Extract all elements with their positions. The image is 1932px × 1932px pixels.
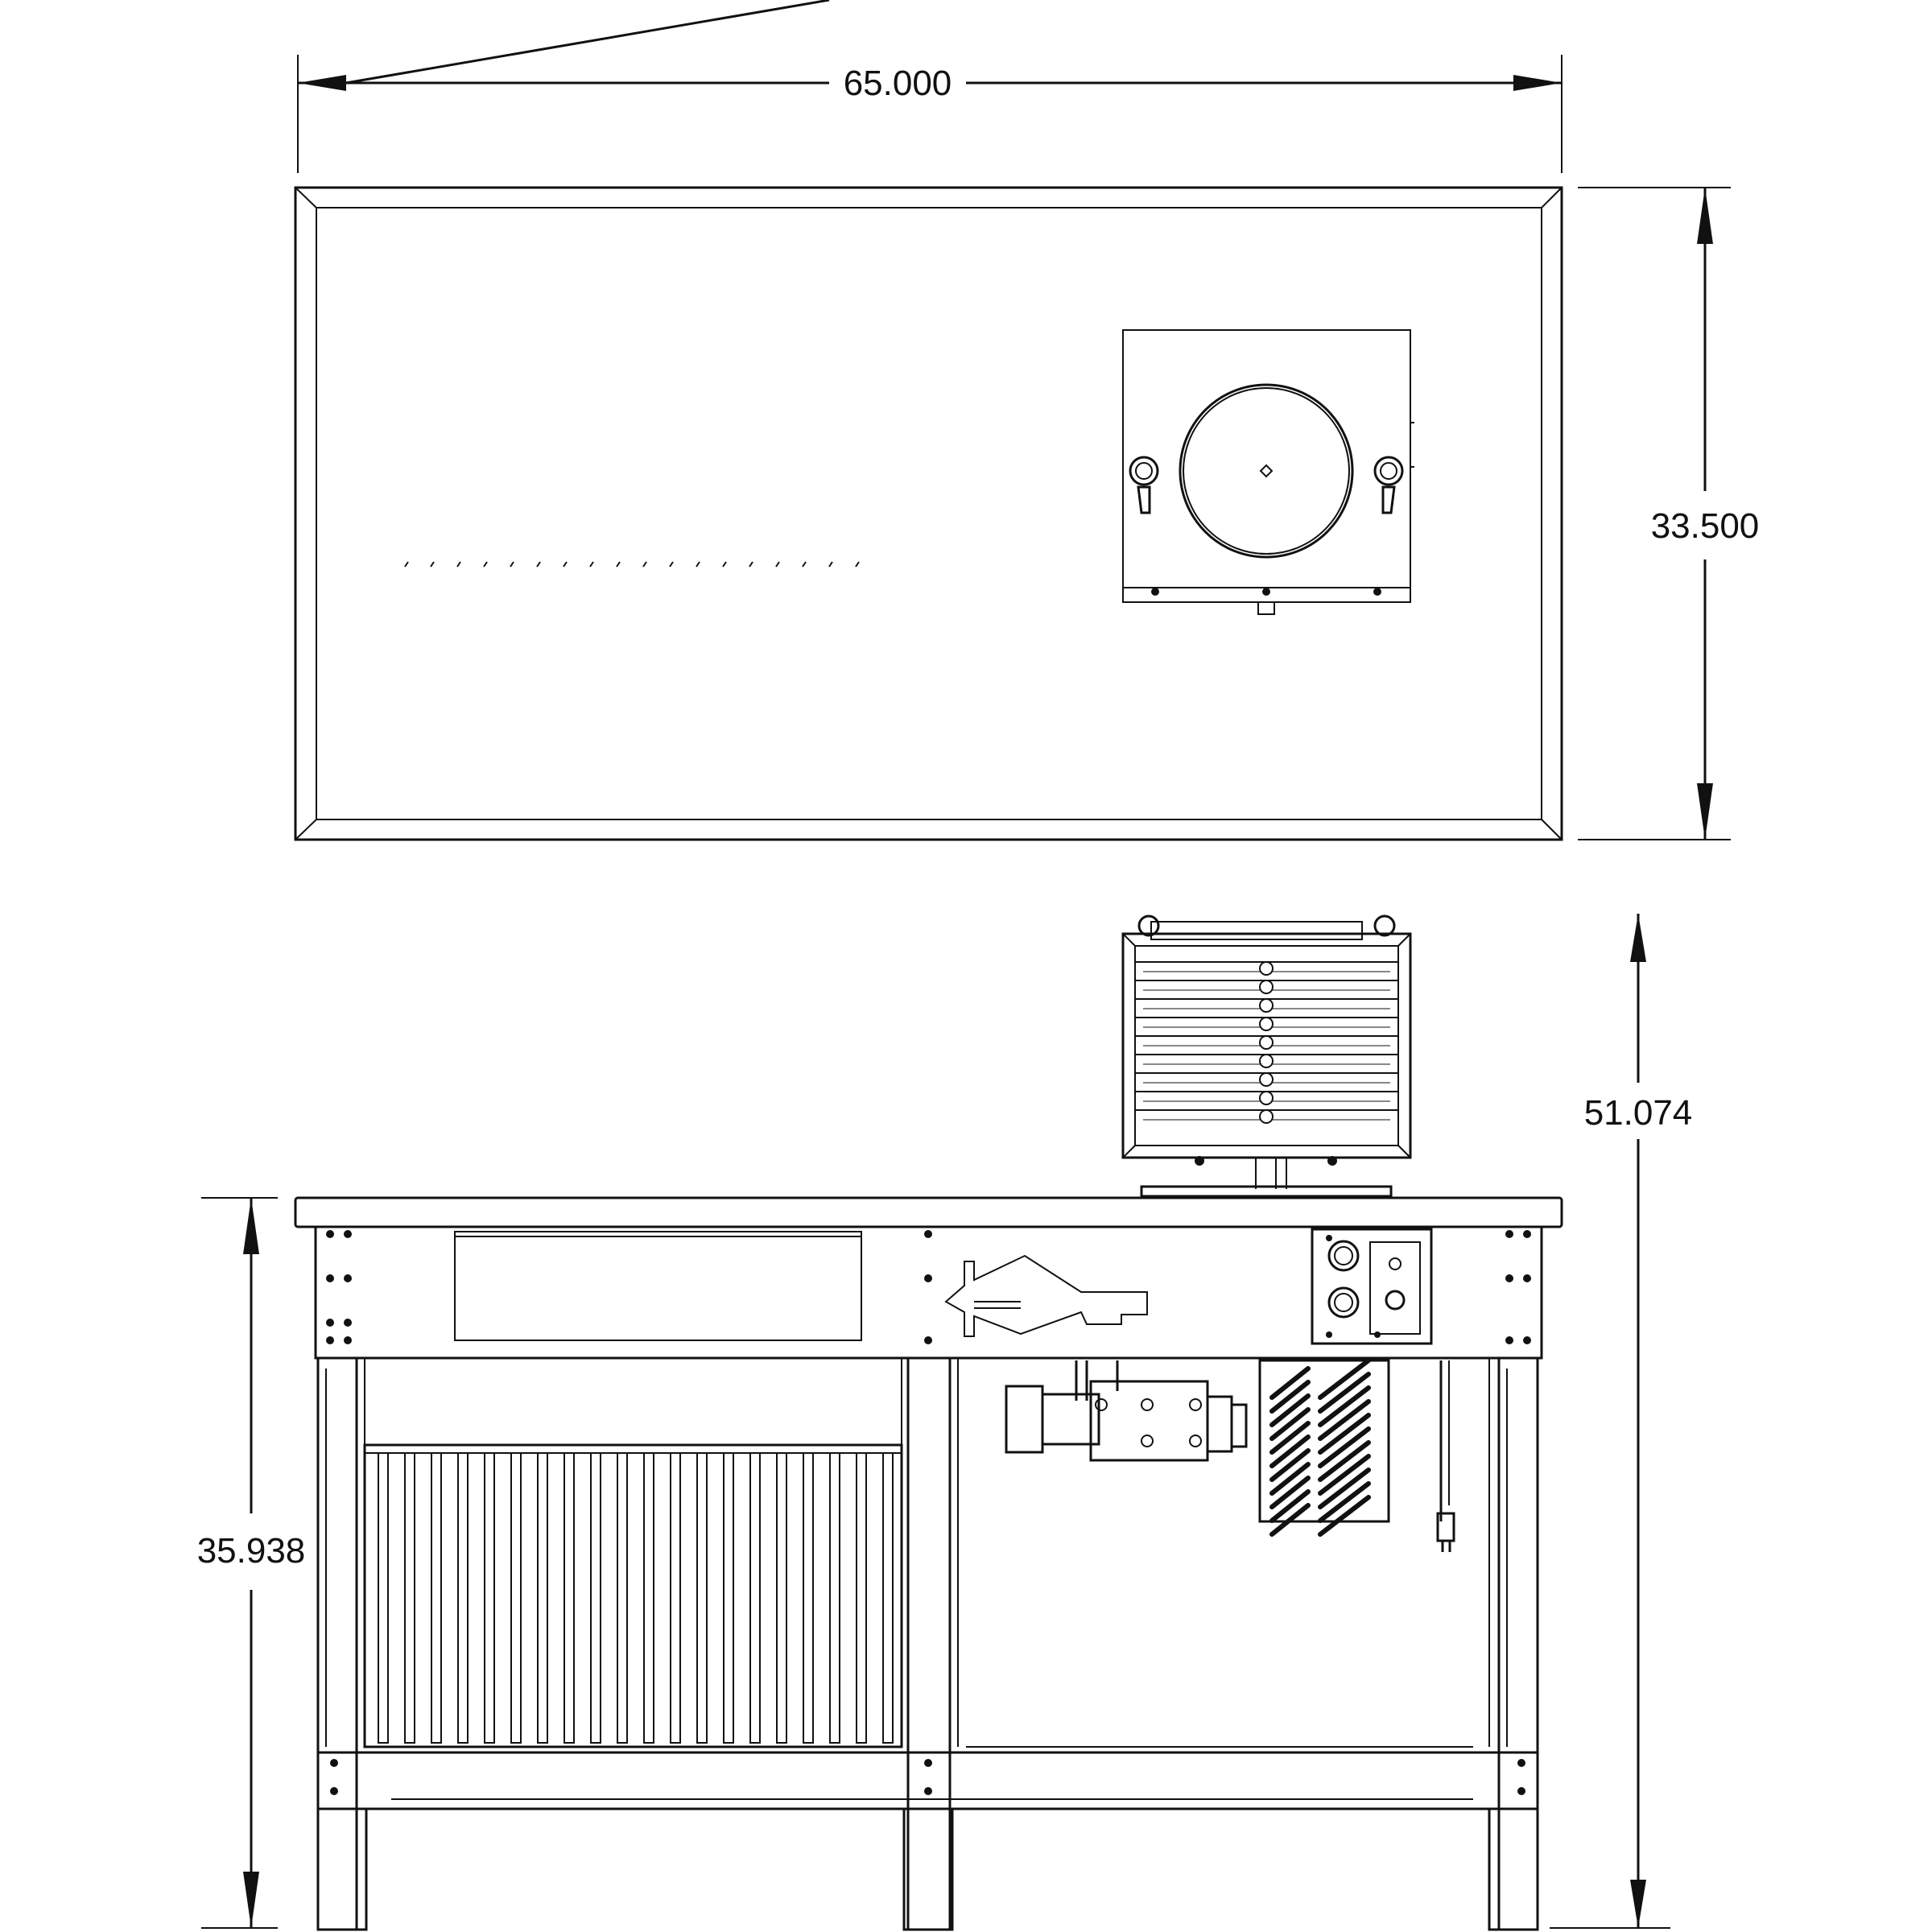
vent-slot [1269,1476,1311,1509]
slat [484,1452,495,1744]
louver-pin [1259,1091,1274,1105]
slat [670,1452,681,1744]
slat [457,1452,469,1744]
slat [696,1452,708,1744]
width-dimension-label: 65.000 [844,64,952,103]
slat [590,1452,601,1744]
vent-slot [1269,1462,1311,1496]
top-view [294,186,1563,841]
vent-slot [1318,1372,1371,1414]
front-elevation [294,914,1563,1931]
louver-pin [1259,1072,1274,1087]
slat [537,1452,548,1744]
louver-pin [1259,961,1274,976]
vent-slot [1269,1448,1311,1482]
vent-slot [1318,1426,1371,1468]
vent-slot [1318,1413,1371,1455]
vent-slot [1318,1468,1371,1509]
louver-pin [1259,1035,1274,1050]
dimension-top-depth: 33.500 [1578,187,1760,840]
slat [510,1452,522,1744]
vent-slot [1269,1435,1311,1468]
vent-slot [1269,1489,1311,1523]
vent-slot [1318,1440,1371,1482]
slat [404,1452,415,1744]
vent-slot [1318,1399,1371,1441]
louver-pin [1259,1017,1274,1031]
strap-guide-shape [944,1254,1148,1337]
louver-pin [1259,1109,1274,1124]
slat [723,1452,734,1744]
table-height-label: 35.938 [197,1531,306,1571]
slat [882,1452,894,1744]
dimension-overall-width: 65.000 [297,0,1563,173]
vent-slot [1269,1503,1311,1537]
vent-slot [1318,1358,1371,1400]
vent-slot [1269,1366,1311,1400]
vent-slot [1269,1421,1311,1455]
vented-enclosure [1258,1358,1390,1537]
vent-slot [1318,1495,1371,1537]
slat [856,1452,867,1744]
vent-slot [1269,1380,1311,1414]
strap-coil-slats [378,1452,894,1744]
louver-pin [1259,998,1274,1013]
vent-slot [1269,1393,1311,1427]
vent-slot [1269,1407,1311,1441]
apron-fasteners [326,1230,1531,1344]
motor-assembly [1005,1360,1248,1462]
strapping-head-elevation [1121,914,1412,1198]
dimension-overall-height: 51.074 [1550,914,1693,1929]
top-ticks [404,561,860,568]
slat [776,1452,787,1744]
power-cord [1436,1360,1455,1552]
slat [803,1452,814,1744]
slat [643,1452,654,1744]
vent-slot [1318,1454,1371,1496]
louver-pin [1259,1054,1274,1068]
slat [617,1452,628,1744]
vent-slot [1318,1385,1371,1427]
depth-dimension-label: 33.500 [1651,506,1760,546]
slat [829,1452,840,1744]
slat [749,1452,761,1744]
slat [431,1452,442,1744]
slat [564,1452,575,1744]
dimension-table-height: 35.938 [197,1197,306,1929]
control-panel [1311,1228,1433,1345]
strapping-head-top [1122,329,1414,615]
louver-pin [1259,980,1274,994]
vent-slot [1318,1481,1371,1523]
overall-height-label: 51.074 [1584,1093,1693,1133]
slat [378,1452,389,1744]
